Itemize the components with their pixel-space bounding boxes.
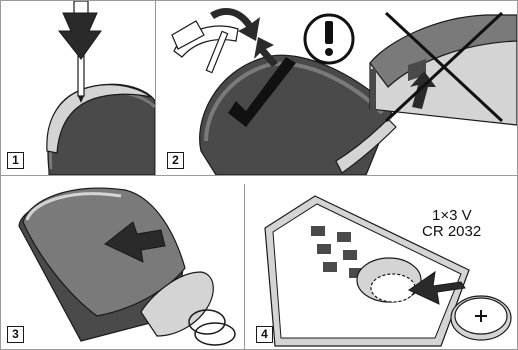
- step-1-illustration: [1, 1, 155, 175]
- battery-spec-line2: CR 2032: [422, 224, 481, 239]
- step-3-badge: 3: [7, 326, 24, 343]
- step-2-panel: 2: [156, 1, 517, 175]
- battery-spec-line1: 1×3 V: [432, 208, 472, 223]
- step-4-panel: 1×3 V CR 2032 4: [245, 176, 517, 349]
- exclamation-circle-icon: [305, 15, 353, 63]
- step-3-illustration: [1, 176, 244, 349]
- step-2-illustration: [156, 1, 517, 175]
- step-2-badge: 2: [167, 152, 184, 169]
- step-1-panel: 1: [1, 1, 155, 175]
- step-3-panel: 3: [1, 176, 244, 349]
- step-4-badge: 4: [256, 326, 273, 343]
- step-1-badge: 1: [7, 152, 24, 169]
- step-4-illustration: [245, 176, 517, 349]
- coin-battery-icon: [451, 296, 511, 340]
